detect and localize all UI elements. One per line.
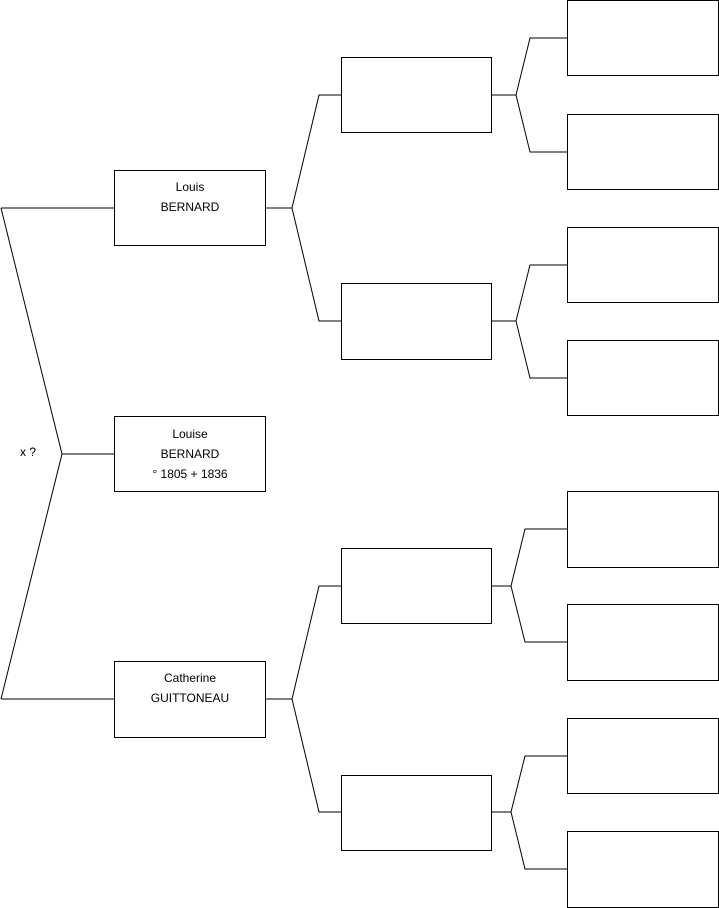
person-box-father[interactable]: Louis BERNARD <box>114 170 266 246</box>
person-box-great-grandparent-1[interactable] <box>567 0 719 76</box>
person-box-great-grandparent-4[interactable] <box>567 340 719 416</box>
person-box-great-grandparent-7[interactable] <box>567 718 719 794</box>
person-box-great-grandparent-6[interactable] <box>567 604 719 681</box>
subject-last-name: BERNARD <box>160 447 220 461</box>
person-box-subject[interactable]: Louise BERNARD ° 1805 + 1836 <box>114 416 266 492</box>
person-box-grandparent-1[interactable] <box>341 57 492 133</box>
marriage-label: x ? <box>20 445 37 459</box>
father-last-name: BERNARD <box>160 200 220 214</box>
person-box-great-grandparent-2[interactable] <box>567 114 719 190</box>
mother-first-name: Catherine <box>163 671 217 685</box>
person-box-mother[interactable]: Catherine GUITTONEAU <box>114 661 266 738</box>
person-box-grandparent-2[interactable] <box>341 283 492 360</box>
subject-first-name: Louise <box>172 427 208 441</box>
person-box-grandparent-3[interactable] <box>341 548 492 624</box>
mother-last-name: GUITTONEAU <box>150 691 230 705</box>
person-box-great-grandparent-5[interactable] <box>567 491 719 568</box>
person-box-great-grandparent-3[interactable] <box>567 227 719 303</box>
father-first-name: Louis <box>175 180 205 194</box>
subject-dates: ° 1805 + 1836 <box>152 467 228 481</box>
person-box-great-grandparent-8[interactable] <box>567 831 719 908</box>
person-box-grandparent-4[interactable] <box>341 775 492 851</box>
